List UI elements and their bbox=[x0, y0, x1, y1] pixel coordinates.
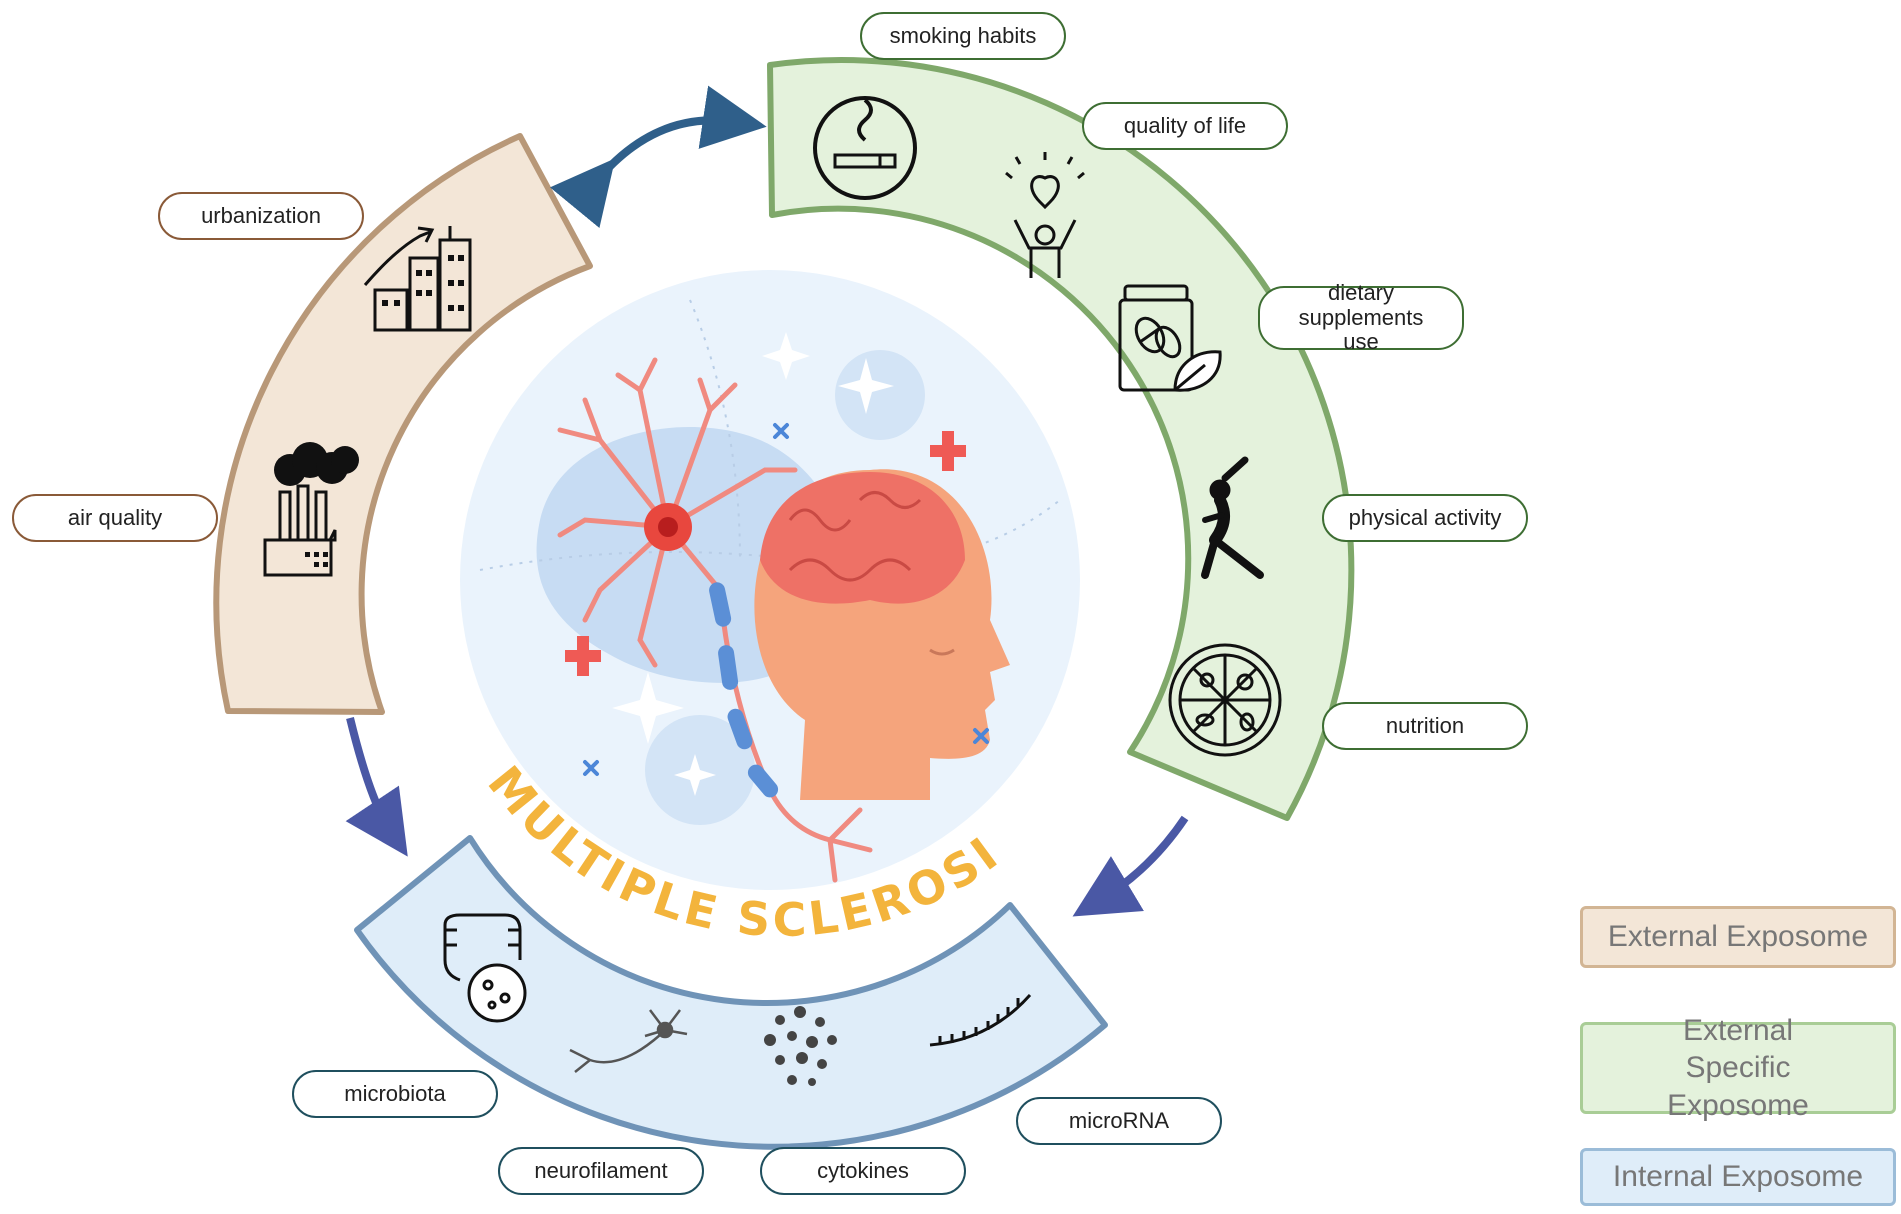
legend-external-specific-exposome: External Specific Exposome bbox=[1580, 1014, 1896, 1122]
label-microrna: microRNA bbox=[1016, 1097, 1222, 1145]
cytokine-dots-icon bbox=[764, 1006, 837, 1086]
label-physical-activity: physical activity bbox=[1322, 494, 1528, 542]
sparkles bbox=[612, 332, 894, 796]
label-microbiota: microbiota bbox=[292, 1070, 498, 1118]
intestine-bacteria-icon bbox=[443, 913, 527, 1023]
happy-person-heart-icon bbox=[1005, 152, 1085, 278]
neuron-icon bbox=[569, 1009, 688, 1073]
arrow-from-specific bbox=[1072, 815, 1189, 917]
legend-external-exposome: External Exposome bbox=[1580, 906, 1896, 968]
label-nutrition: nutrition bbox=[1322, 702, 1528, 750]
dotted-line bbox=[689, 299, 741, 561]
stretching-person-icon bbox=[1201, 456, 1264, 579]
supplement-jar-icon bbox=[1118, 284, 1222, 392]
cigarette-icon bbox=[813, 96, 917, 200]
brain-folds bbox=[788, 491, 922, 582]
neuron-nucleus-core bbox=[658, 517, 678, 537]
label-urbanization: urbanization bbox=[158, 192, 364, 240]
background-bubble bbox=[835, 350, 925, 440]
bidirectional-arrow bbox=[549, 85, 767, 229]
label-cytokines: cytokines bbox=[760, 1147, 966, 1195]
label-air-quality: air quality bbox=[12, 494, 218, 542]
label-quality-of-life: quality of life bbox=[1082, 102, 1288, 150]
red-crosses bbox=[565, 431, 966, 676]
blue-crosses bbox=[583, 423, 989, 776]
arrow-to-internal bbox=[345, 717, 408, 857]
city-growth-icon bbox=[363, 226, 472, 332]
internal-exposome-segment bbox=[354, 835, 1108, 1150]
external-exposome-segment bbox=[213, 133, 593, 715]
closed-eye bbox=[929, 648, 955, 656]
label-smoking-habits: smoking habits bbox=[860, 12, 1066, 60]
food-plate-icon bbox=[1168, 643, 1282, 757]
rna-strand-icon bbox=[929, 994, 1032, 1047]
label-dietary-supplements: dietary supplements use bbox=[1258, 280, 1464, 354]
central-illustration bbox=[460, 270, 1080, 890]
neuron-illustration bbox=[557, 357, 873, 883]
label-neurofilament: neurofilament bbox=[498, 1147, 704, 1195]
factory-pollution-icon bbox=[263, 442, 359, 577]
myelin-segments bbox=[709, 582, 779, 798]
legend-internal-exposome: Internal Exposome bbox=[1580, 1148, 1896, 1206]
